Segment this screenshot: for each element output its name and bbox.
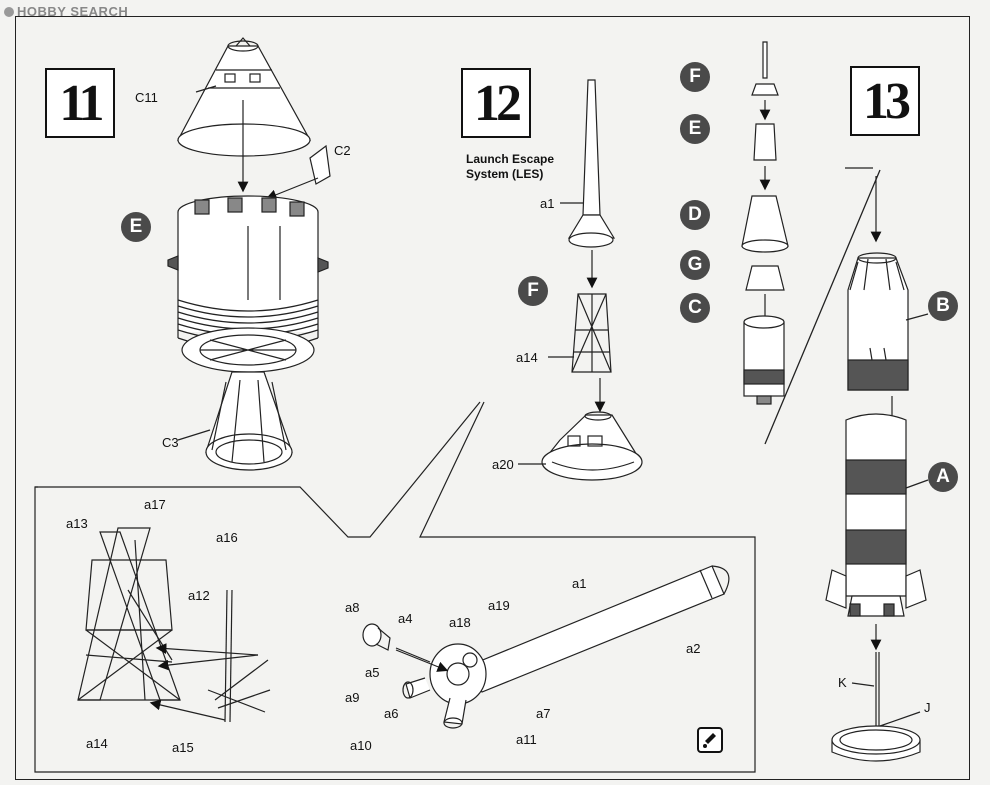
page-frame [15, 16, 970, 780]
part-label: a17 [144, 497, 166, 512]
upper-stages-b [847, 252, 909, 391]
part-label: a4 [398, 611, 413, 626]
panel-c2 [309, 144, 331, 185]
part-label: a1 [572, 576, 587, 591]
part-label: a9 [345, 690, 360, 705]
part-label: a2 [686, 641, 701, 656]
part-label: a14 [86, 736, 108, 751]
part-label: a13 [66, 516, 88, 531]
part-label: a6 [384, 706, 399, 721]
tower-truss-a14 [571, 293, 612, 373]
part-label: a19 [488, 598, 510, 613]
badge-g: G [680, 250, 710, 280]
service-module [167, 195, 329, 373]
step-number-11: 11 [45, 68, 115, 138]
tower-detail [77, 527, 271, 723]
part-label: a5 [365, 665, 380, 680]
part-label: J [924, 700, 931, 715]
badge-b: B [928, 291, 958, 321]
part-label: C3 [162, 435, 179, 450]
boost-cover-a20 [541, 411, 643, 481]
part-label: K [838, 675, 847, 690]
part-label: a15 [172, 740, 194, 755]
les-tower-a1 [567, 79, 616, 248]
les-rocket-detail [362, 565, 730, 729]
badge-a: A [928, 462, 958, 492]
part-label: a20 [492, 457, 514, 472]
badge-e: E [121, 212, 151, 242]
step-number-13: 13 [850, 66, 920, 136]
badge-e: E [680, 114, 710, 144]
engine-nozzle-c3 [205, 371, 293, 471]
glue-icon [697, 727, 723, 753]
les-note: Launch Escape System (LES) [466, 152, 555, 181]
part-label: a11 [516, 732, 537, 747]
command-module-c11 [177, 37, 312, 157]
step-number-12: 12 [461, 68, 531, 138]
part-label: a14 [516, 350, 538, 365]
part-label: a12 [188, 588, 210, 603]
part-label: a8 [345, 600, 360, 615]
badge-c: C [680, 293, 710, 323]
watermark-logo: HOBBY SEARCH [4, 4, 128, 19]
part-label: a18 [449, 615, 471, 630]
first-stage-a [825, 413, 927, 617]
part-label: a16 [216, 530, 238, 545]
part-label: a7 [536, 706, 551, 721]
part-label: a1 [540, 196, 555, 211]
part-label: C11 [135, 90, 158, 105]
display-stand-j [831, 652, 921, 762]
part-label: C2 [334, 143, 351, 158]
exploded-stack [741, 41, 789, 405]
badge-d: D [680, 200, 710, 230]
badge-f: F [518, 276, 548, 306]
part-label: a10 [350, 738, 372, 753]
badge-f: F [680, 62, 710, 92]
